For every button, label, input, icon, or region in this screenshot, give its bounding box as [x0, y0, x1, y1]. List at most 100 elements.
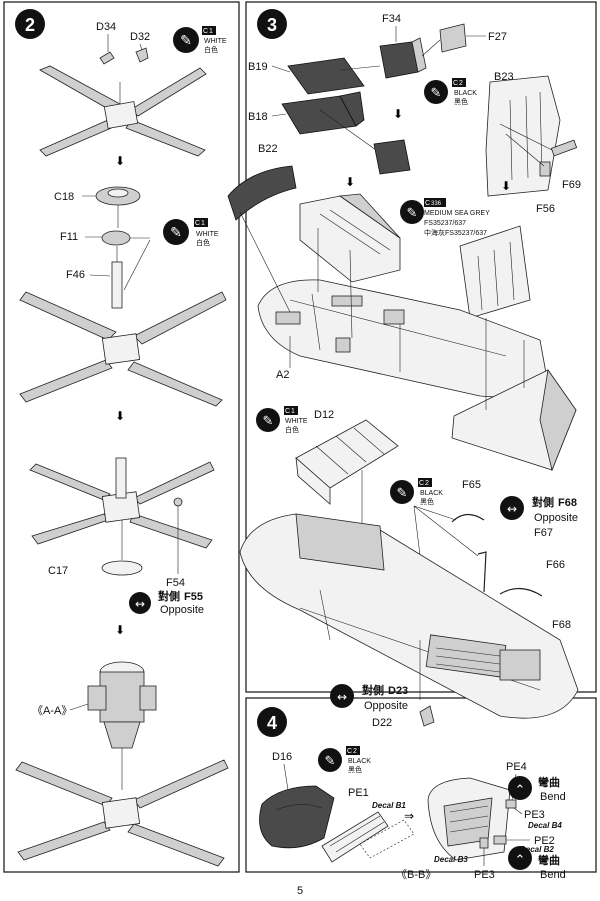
arrow-right-icon: ⇒ — [404, 809, 414, 823]
svg-text:C: C — [285, 408, 290, 415]
bend-chevron-icon: ⌃ — [515, 853, 526, 868]
decal-b3-label: Decal B3 — [434, 855, 468, 864]
svg-text:Opposite: Opposite — [534, 512, 578, 524]
label-d34: D34 — [96, 21, 116, 33]
svg-text:2: 2 — [425, 480, 429, 487]
bench-seat-d12 — [295, 419, 399, 505]
svg-text:C: C — [203, 28, 208, 35]
paint-black-badge-3: ✎ C 2 BLACK 黑色 — [318, 746, 371, 774]
step3-badge: 3 — [257, 9, 287, 39]
svg-text:彎曲: 彎曲 — [538, 775, 560, 789]
label-b18: B18 — [248, 111, 268, 123]
paint-black-badge-1: ✎ C 2 BLACK 黑色 — [424, 78, 477, 106]
svg-text:白色: 白色 — [196, 238, 210, 247]
svg-text:F68: F68 — [558, 497, 577, 509]
svg-text:C: C — [425, 200, 430, 207]
svg-text:Opposite: Opposite — [160, 604, 204, 616]
label-c18: C18 — [54, 191, 74, 203]
svg-text:F55: F55 — [184, 591, 203, 603]
label-f46: F46 — [66, 269, 85, 281]
part-f34 — [379, 37, 427, 79]
brush-icon: ✎ — [397, 486, 408, 501]
part-f69 — [550, 139, 578, 157]
part-c17 — [101, 560, 143, 576]
label-f54: F54 — [166, 577, 185, 589]
part-f54 — [173, 497, 183, 507]
label-f66: F66 — [546, 559, 565, 571]
svg-text:1: 1 — [201, 220, 205, 227]
double-arrow-icon: ↔ — [135, 597, 145, 611]
label-pe3-bottom: PE3 — [474, 869, 495, 881]
decal-b2-label: Decal B2 — [520, 845, 554, 854]
step3-frame — [245, 1, 597, 693]
opposite-note-f68: ↔ 對側 F68 Opposite — [500, 495, 578, 524]
svg-text:1: 1 — [291, 408, 295, 415]
brush-icon: ✎ — [325, 754, 336, 769]
part-b19 — [287, 57, 365, 95]
svg-text:C: C — [453, 80, 458, 87]
arrow-down-icon: ⬇ — [115, 154, 125, 168]
part-pe3 — [479, 837, 489, 849]
floor-a2 — [257, 279, 549, 398]
label-f56: F56 — [536, 203, 555, 215]
arrow-down-icon: ⬇ — [501, 179, 511, 193]
bend-chevron-icon: ⌃ — [515, 783, 526, 798]
rotor-assembly-2 — [19, 291, 227, 407]
section-aa: 《A-A》 — [32, 704, 72, 717]
instrument-panel-block — [299, 193, 401, 283]
part-f46 — [111, 261, 123, 309]
svg-text:C: C — [419, 480, 424, 487]
part-b23 — [485, 75, 578, 197]
paint-grey-badge: ✎ C 336 MEDIUM SEA GREY FS35237/637 中海灰F… — [400, 198, 490, 237]
rotor-assembly-4 — [15, 759, 229, 867]
brush-icon: ✎ — [180, 33, 192, 49]
svg-text:黑色: 黑色 — [420, 497, 434, 506]
svg-text:Bend: Bend — [540, 869, 566, 881]
decal-b4-label: Decal B4 — [528, 821, 562, 830]
label-f69: F69 — [562, 179, 581, 191]
svg-text:1: 1 — [209, 28, 213, 35]
opposite-note-d23: ↔ 對側 D23 Opposite — [330, 683, 408, 712]
part-f11 — [101, 230, 131, 246]
rotor-assembly-3 — [29, 457, 215, 576]
paint-white-badge-2: ✎ C 1 WHITE 白色 — [163, 218, 219, 247]
label-b22: B22 — [258, 143, 278, 155]
part-f66 — [499, 587, 543, 597]
svg-text:WHITE: WHITE — [285, 418, 308, 425]
svg-text:D23: D23 — [388, 685, 408, 697]
svg-text:對側: 對側 — [532, 495, 554, 509]
svg-text:BLACK: BLACK — [454, 90, 477, 97]
part-f27 — [439, 23, 467, 53]
svg-text:C: C — [347, 748, 352, 755]
arrow-down-icon: ⬇ — [115, 623, 125, 637]
label-pe2: PE2 — [534, 835, 555, 847]
cabin-floor-assembly — [239, 513, 579, 719]
step2-badge: 2 — [15, 9, 45, 39]
label-b23: B23 — [494, 71, 514, 83]
part-d16 — [259, 785, 335, 849]
label-f68: F68 — [552, 619, 571, 631]
svg-text:WHITE: WHITE — [204, 38, 227, 45]
brush-icon: ✎ — [170, 225, 182, 241]
label-f11: F11 — [60, 231, 78, 243]
bend-note-2: ⌃ 彎曲 Bend — [508, 846, 566, 881]
label-a2: A2 — [276, 369, 289, 381]
arrow-down-icon: ⬇ — [393, 107, 403, 121]
arrow-down-icon: ⬇ — [345, 175, 355, 189]
svg-text:黑色: 黑色 — [454, 97, 468, 106]
part-pe2 — [493, 835, 507, 845]
decal-b1-label: Decal B1 — [372, 801, 406, 810]
step4-frame — [245, 697, 597, 873]
paint-white-badge-3: ✎ C 1 WHITE 白色 — [256, 406, 308, 434]
brush-icon: ✎ — [263, 414, 274, 429]
svg-text:4: 4 — [267, 713, 277, 733]
svg-text:BLACK: BLACK — [348, 758, 371, 765]
brush-icon: ✎ — [407, 206, 418, 221]
svg-text:2: 2 — [459, 80, 463, 87]
label-pe3-top: PE3 — [524, 809, 545, 821]
label-d12: D12 — [314, 409, 334, 421]
label-pe4: PE4 — [506, 761, 527, 773]
svg-text:3: 3 — [267, 15, 277, 35]
double-arrow-icon: ↔ — [507, 502, 517, 516]
